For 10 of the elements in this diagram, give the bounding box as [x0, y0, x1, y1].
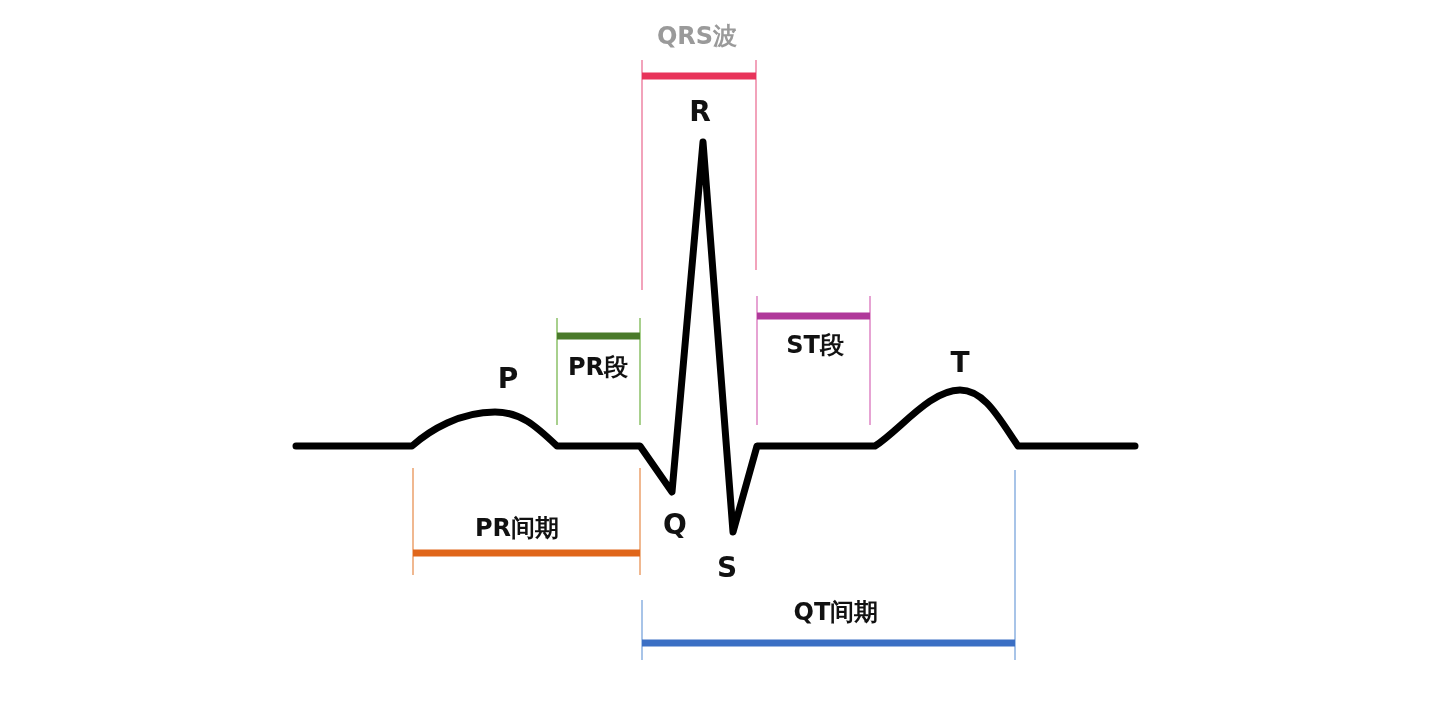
- wave-label: Q: [663, 511, 687, 539]
- wave-label: R: [689, 98, 711, 126]
- interval-label: QT间期: [793, 600, 879, 624]
- wave-label: T: [950, 349, 970, 377]
- wave-label: S: [716, 554, 738, 582]
- interval-label: PR间期: [474, 516, 560, 540]
- interval-label: QRS波: [656, 24, 738, 48]
- interval-label: ST段: [786, 333, 844, 357]
- wave-label: P: [497, 365, 519, 393]
- interval-label: PR段: [567, 355, 629, 379]
